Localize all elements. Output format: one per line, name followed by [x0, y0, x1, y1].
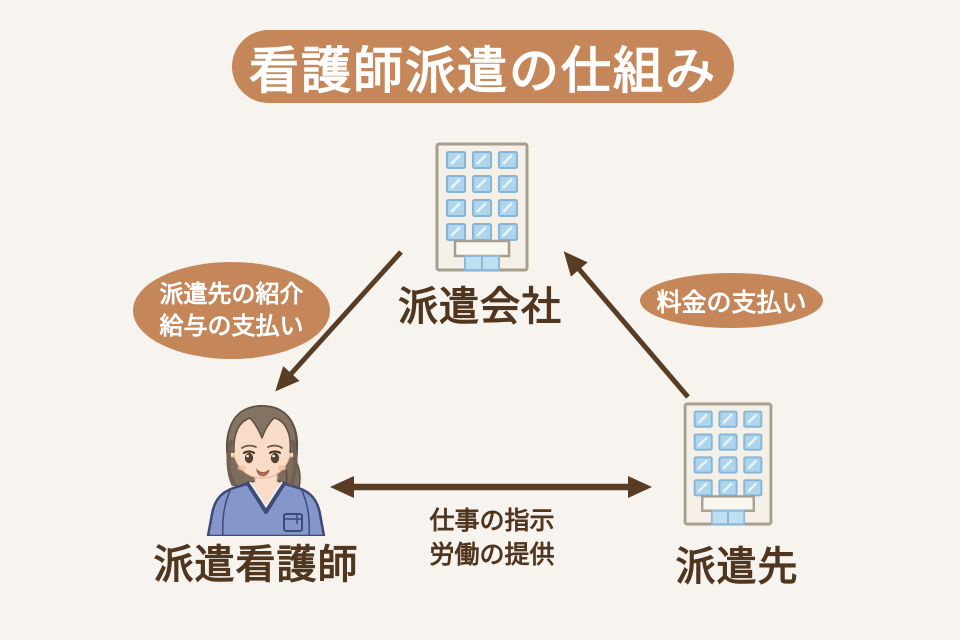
bubble-line: 料金の支払い	[656, 287, 807, 317]
nurse-client-caption: 仕事の指示 労働の提供	[387, 504, 597, 572]
office-building-icon	[435, 142, 529, 272]
caption-line: 労働の提供	[429, 539, 555, 569]
bubble-line: 派遣先の紹介	[159, 279, 304, 308]
company-label: 派遣会社	[398, 284, 562, 330]
nurse-label: 派遣看護師	[153, 542, 359, 588]
nurse-illustration	[206, 404, 326, 536]
client-to-company-bubble: 料金の支払い	[640, 273, 823, 328]
company-to-nurse-bubble: 派遣先の紹介 給与の支払い	[133, 262, 330, 359]
bubble-line: 給与の支払い	[159, 311, 304, 340]
client-label: 派遣先	[675, 544, 799, 590]
diagram-title: 看護師派遣の仕組み	[232, 30, 734, 103]
office-building-icon	[683, 402, 773, 526]
caption-line: 仕事の指示	[429, 506, 555, 535]
